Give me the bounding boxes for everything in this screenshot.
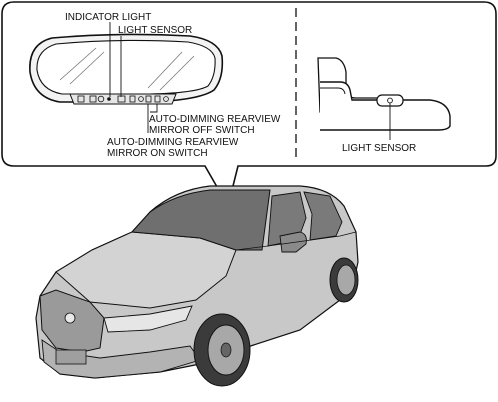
button-icon: [129, 95, 136, 103]
label-on-switch-line1: AUTO-DIMMING REARVIEW: [107, 137, 239, 148]
on-switch: [145, 95, 152, 103]
label-off-switch-line2: MIRROR OFF SWITCH: [149, 125, 255, 136]
suv-illustration: [35, 185, 359, 387]
button-icon: [163, 96, 169, 102]
side-window-rear: [303, 191, 343, 241]
indicator-light-dot: [107, 97, 111, 101]
glass-reflection: [69, 51, 105, 85]
label-on-switch-line2: MIRROR ON SWITCH: [107, 148, 208, 159]
label-off-switch-line1: AUTO-DIMMING REARVIEW: [149, 114, 281, 125]
car-hood: [55, 231, 237, 309]
rear-wheel: [329, 257, 359, 303]
windshield: [130, 189, 271, 251]
mirror-button-strip: [69, 93, 177, 105]
button-icon: [97, 95, 105, 103]
headlight: [103, 305, 193, 333]
brand-emblem: [64, 312, 76, 324]
button-icon: [77, 95, 85, 103]
mirror-back-edge: [320, 87, 346, 95]
label-light-sensor-front: LIGHT SENSOR: [118, 25, 192, 36]
mirror-glass: [36, 39, 216, 95]
button-icon: [89, 95, 97, 103]
leader-off-switch: [150, 104, 158, 113]
license-plate-area: [55, 349, 87, 365]
light-sensor-rear-lens: [387, 97, 393, 104]
off-switch: [154, 95, 161, 103]
glass-reflection: [59, 47, 97, 81]
light-sensor-front-window: [117, 95, 126, 103]
mirror-front-view: [29, 33, 224, 105]
front-wheel: [193, 313, 251, 387]
glass-reflection: [147, 51, 183, 89]
label-light-sensor-rear: LIGHT SENSOR: [342, 143, 416, 154]
side-mirror: [279, 231, 307, 253]
glass-reflection: [159, 55, 195, 91]
mirror-rear-view: [317, 57, 451, 131]
button-icon: [138, 96, 144, 102]
label-indicator-light: INDICATOR LIGHT: [65, 12, 151, 23]
body-side-line: [235, 231, 357, 251]
